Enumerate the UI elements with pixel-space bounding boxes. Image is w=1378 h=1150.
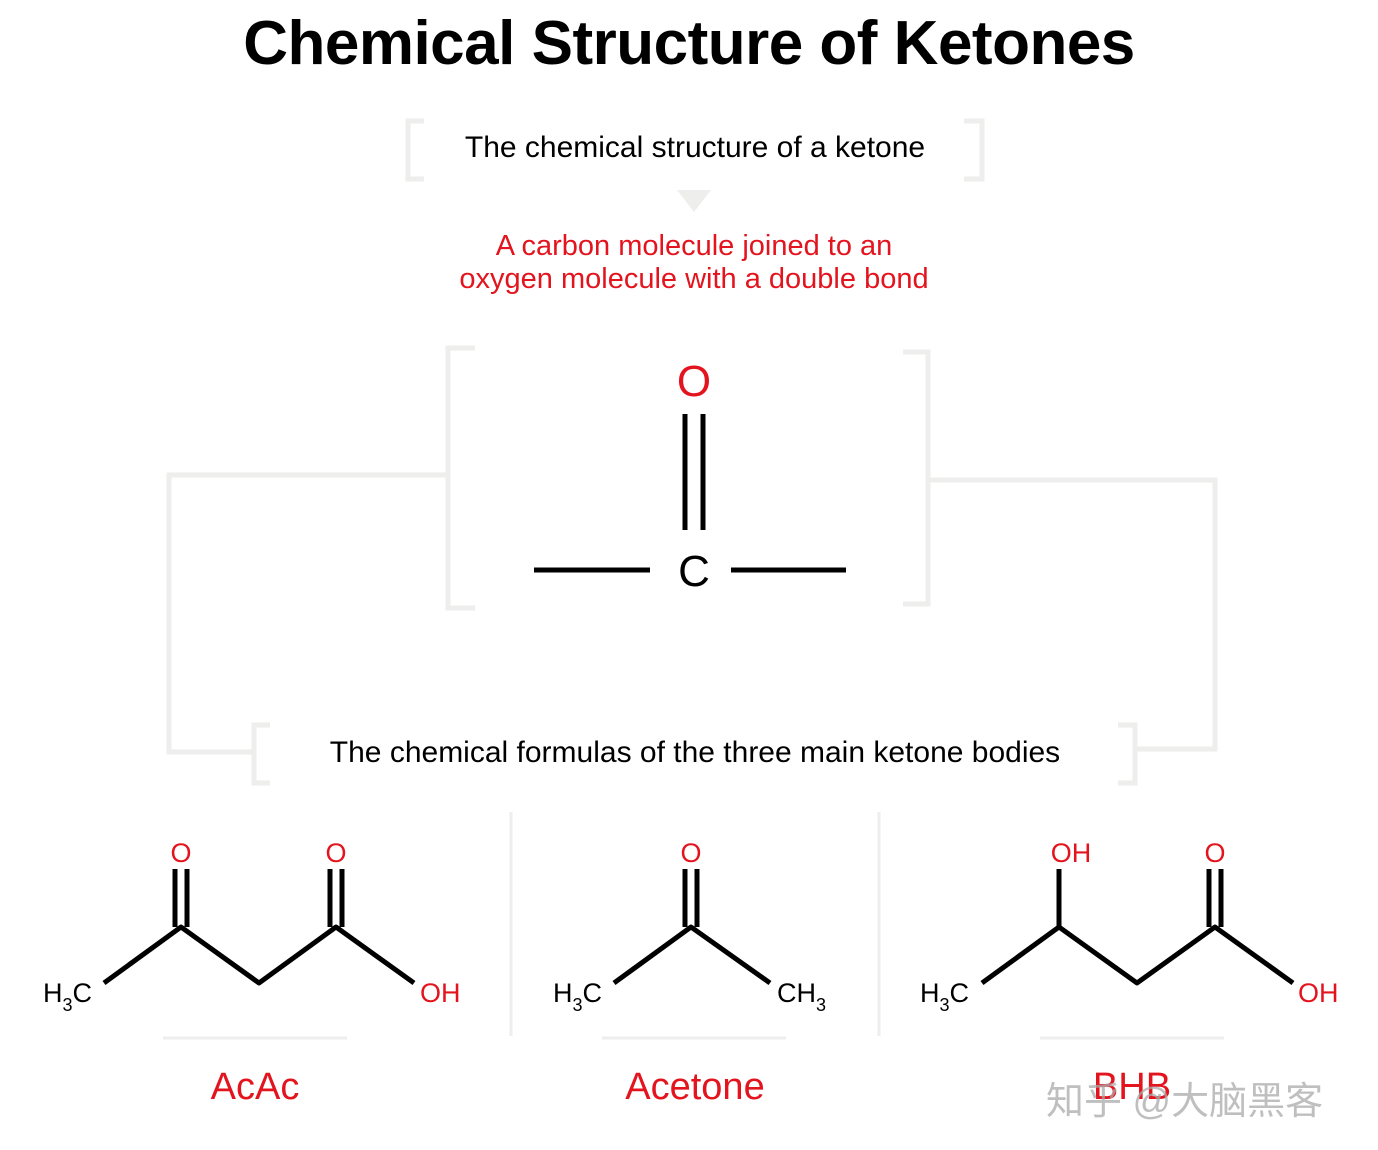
acac-oxygen-1: O <box>170 838 191 868</box>
caption-bottom-right-bracket <box>1118 722 1138 786</box>
acetone-chain <box>612 924 772 986</box>
acac-oh-label: OH <box>420 978 461 1008</box>
description-line-2: oxygen molecule with a double bond <box>459 263 929 295</box>
molecule-name-bhb: BHB <box>1092 1066 1172 1108</box>
bhb-oxygen: O <box>1204 838 1225 868</box>
bhb-h3c-label: H3C <box>920 978 969 1015</box>
acac-chain <box>102 924 416 986</box>
description-line-1: A carbon molecule joined to an <box>495 230 893 262</box>
center-oxygen-label: O <box>677 357 711 406</box>
acetone-oxygen: O <box>680 838 701 868</box>
acetone-ch3-label: CH3 <box>777 978 826 1015</box>
acac-h3c-label: H3C <box>43 978 92 1015</box>
molecule-name-acac: AcAc <box>210 1066 300 1108</box>
caption-bottom: The chemical formulas of the three main … <box>329 736 1061 769</box>
down-arrow-icon <box>677 190 711 212</box>
caption-top-right-bracket <box>964 118 985 182</box>
acac-oxygen-2: O <box>325 838 346 868</box>
structure-left-bracket <box>445 345 475 611</box>
bhb-oh-top: OH <box>1051 838 1092 868</box>
center-carbon-label: C <box>678 547 710 596</box>
page-title: Chemical Structure of Ketones <box>243 9 1135 78</box>
bhb-oh-label: OH <box>1298 978 1339 1008</box>
acetone-h3c-label: H3C <box>553 978 602 1015</box>
molecule-name-acetone: Acetone <box>625 1066 765 1108</box>
bhb-chain <box>980 924 1295 986</box>
caption-bottom-left-bracket <box>251 722 270 786</box>
caption-top-left-bracket <box>405 118 424 182</box>
left-connector <box>166 472 448 755</box>
watermark: 知乎 @大脑黑客 <box>1046 1081 1324 1123</box>
right-connector <box>928 477 1218 752</box>
caption-top: The chemical structure of a ketone <box>464 131 926 164</box>
